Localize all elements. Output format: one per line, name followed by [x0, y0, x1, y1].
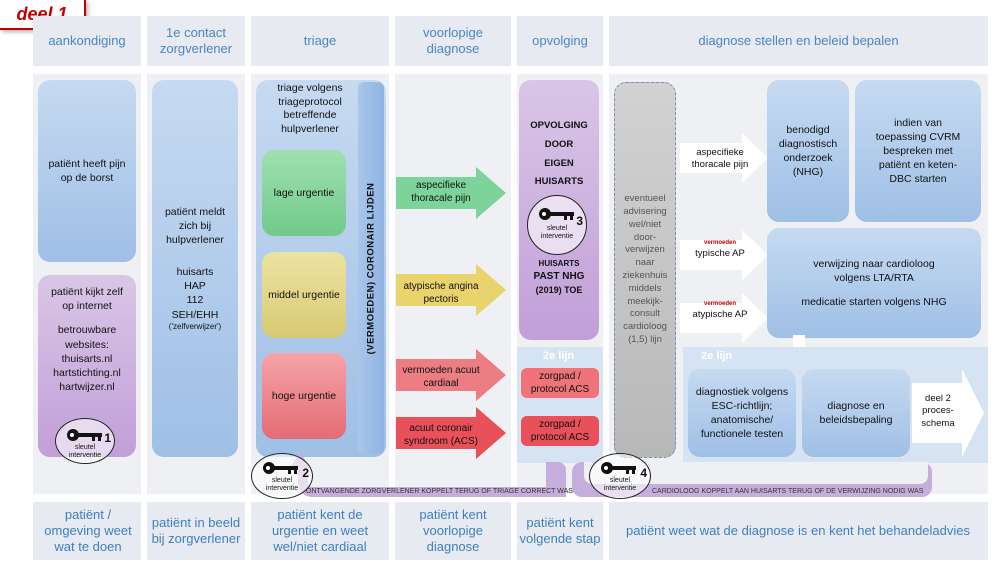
key-icon	[67, 429, 102, 441]
triage-protocol-label: triage volgens triageprotocol betreffend…	[277, 82, 343, 135]
key-icon	[263, 462, 298, 474]
box-diagnose-beleid: diagnose en beleidsbepaling	[802, 369, 910, 457]
label-vermoeden-acuut: vermoeden acuut cardiaal	[402, 365, 480, 389]
header-triage: triage	[303, 33, 337, 49]
box-zorgpad-2: zorgpad / protocol ACS	[521, 416, 599, 446]
separator	[511, 16, 517, 563]
box-benodigd-onderzoek: benodigd diagnostisch onderzoek (NHG)	[767, 80, 849, 222]
box-zorgpad-1: zorgpad / protocol ACS	[521, 368, 599, 398]
label-deel-2: deel 2 proces-schema	[921, 393, 955, 429]
arrow-acs	[396, 407, 506, 459]
footer-1: patiënt / omgeving weet wat te doen	[44, 506, 132, 555]
arrow-vermoeden-acuut	[396, 349, 506, 401]
arrow-deel-2	[912, 369, 984, 457]
row-separator	[33, 66, 988, 74]
vertical-coronair-bar: (VERMOEDEN) CORONAIR LIJDEN	[358, 82, 384, 454]
row-separator	[33, 494, 988, 502]
label-aspecifiek: aspecifieke thoracale pijn	[411, 180, 471, 204]
box-verwijzing: verwijzing naar cardioloog volgens LTA/R…	[767, 228, 981, 338]
box-meldt: patiënt meldt zich bij hulpverlener huis…	[152, 80, 238, 457]
separator	[141, 16, 147, 563]
separator	[603, 16, 609, 563]
footer-band	[33, 502, 988, 560]
footer-3: patiënt kent de urgentie en weet wel/nie…	[271, 506, 369, 555]
key-icon	[601, 462, 636, 474]
feedback-bar-triage-right	[546, 462, 566, 497]
feedback-text-triage: ONTVANGENDE ZORGVERLENER KOPPELT TERUG O…	[306, 488, 573, 495]
header-aankondiging: aankondiging	[48, 33, 126, 49]
key-icon	[539, 208, 574, 220]
box-diagnostiek: diagnostiek volgens ESC-richtlijn; anato…	[688, 369, 796, 457]
label-2e-lijn-right: 2e lijn	[701, 350, 733, 362]
label-aspecifieke-pijn: aspecifieke thoracale pijn	[691, 147, 749, 171]
arrow-atypische-ap	[680, 293, 768, 343]
arrow-typische-ap	[680, 230, 768, 280]
footer-5: patiënt kent volgende stap	[519, 514, 601, 546]
box-lage-urgentie: lage urgentie	[262, 150, 346, 236]
feedback-bar-cardio-inner	[584, 462, 928, 484]
header-beleid: diagnose stellen en beleid bepalen	[698, 33, 899, 49]
box-hoge-urgentie: hoge urgentie	[262, 353, 346, 439]
box-cvrm: indien van toepassing CVRM bespreken met…	[855, 80, 981, 222]
footer-4: patiënt kent voorlopige diagnose	[419, 506, 487, 555]
box-middel-urgentie: middel urgentie	[262, 252, 346, 338]
box-eventueel-advisering: eventueel advisering wel/niet door-verwi…	[614, 82, 676, 458]
label-2e-lijn-left: 2e lijn	[543, 350, 575, 362]
box-pijn: patiënt heeft pijn op de borst	[38, 80, 136, 262]
header-band	[33, 16, 988, 66]
arrow-atypisch	[396, 264, 506, 316]
arrow-aspecifiek	[396, 167, 506, 219]
header-opvolging: opvolging	[532, 33, 588, 49]
footer-2: patiënt in beeld bij zorgverlener	[151, 514, 241, 546]
separator	[389, 16, 395, 563]
label-atypisch: atypische angina pectoris	[403, 281, 479, 305]
separator	[245, 16, 251, 563]
header-contact: 1e contact zorgverlener	[159, 25, 233, 56]
footer-6: patiënt weet wat de diagnose is en kent …	[625, 522, 971, 538]
arrow-aspecifieke-pijn	[680, 133, 768, 183]
label-acs: acuut coronair syndroom (ACS)	[404, 423, 478, 447]
feedback-text-cardio: CARDIOLOOG KOPPELT AAN HUISARTS TERUG OF…	[652, 488, 924, 495]
